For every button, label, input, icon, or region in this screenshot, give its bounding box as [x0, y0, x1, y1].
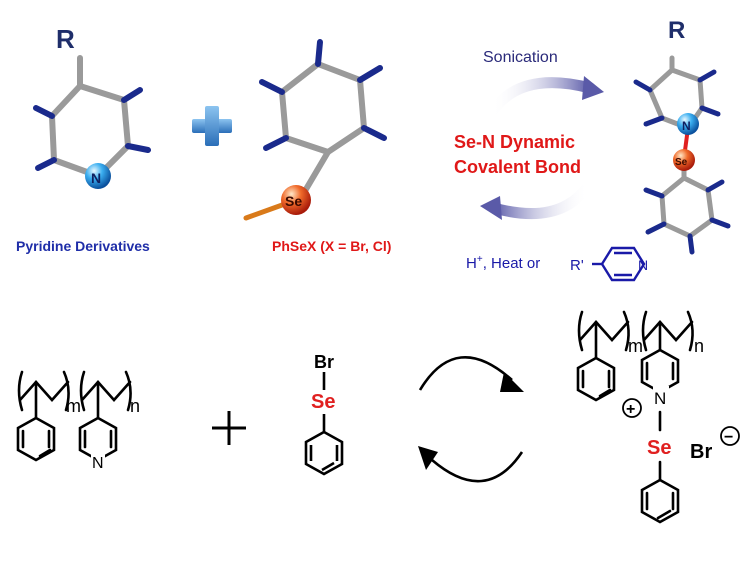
product-n-label: N [682, 119, 691, 133]
bond-label-line2: Covalent Bond [454, 157, 581, 177]
product-se-label: Se [675, 157, 688, 168]
product-ring-nitrogen: N [654, 389, 666, 408]
phsex-model [243, 39, 387, 221]
forward-arrowhead [500, 372, 524, 392]
phsex-se-label: Se [285, 193, 302, 209]
forward-condition: Sonication [483, 49, 558, 66]
plus-charge-icon [622, 398, 642, 418]
product-n-mask [653, 386, 669, 404]
reverse-reagent-nitrogen: N [638, 257, 648, 273]
product-subscript-n: n [694, 336, 704, 356]
reverse-condition-text: H+, Heat or [466, 254, 540, 272]
pyridine-model [33, 55, 151, 189]
bond-label-line1: Se-N Dynamic [454, 132, 575, 152]
product-substituent: R [668, 17, 685, 44]
dynamic-cycle-arrows [480, 76, 604, 220]
reagent-phenyl [304, 414, 344, 476]
polymer-subscript-n: n [130, 396, 140, 416]
equilibrium-arrows [418, 356, 524, 483]
polymer-reactant [16, 370, 132, 462]
plus-sign-black-icon [212, 411, 246, 445]
product-se: Se [647, 437, 671, 459]
reverse-condition-superscript: + [477, 254, 483, 265]
polymer-subscript-m: m [66, 396, 81, 416]
reverse-condition-prefix: H [466, 255, 477, 272]
polymer-n-mask [91, 454, 105, 470]
pyridine-substituent: R [56, 24, 75, 54]
polymer-ring-nitrogen: N [92, 455, 104, 472]
reagent-br: Br [314, 352, 334, 372]
minus-charge-icon [720, 426, 740, 446]
reverse-condition-suffix: , Heat or [483, 255, 541, 272]
reagent-se: Se [311, 391, 335, 413]
minus-charge-symbol: − [724, 429, 733, 446]
plus-sign-icon [192, 106, 232, 146]
reverse-arrowhead [418, 446, 438, 470]
plus-charge-symbol: + [626, 401, 635, 418]
pyridine-nitrogen-label: N [91, 170, 101, 186]
phsex-caption: PhSeX (X = Br, Cl) [272, 238, 391, 254]
product-subscript-m: m [628, 336, 643, 356]
product-model [633, 55, 731, 255]
reverse-reagent-substituent: R' [570, 257, 584, 274]
pyridine-caption: Pyridine Derivatives [16, 238, 150, 254]
product-counterion: Br [690, 441, 712, 463]
reverse-reagent-pyridine [592, 246, 646, 282]
